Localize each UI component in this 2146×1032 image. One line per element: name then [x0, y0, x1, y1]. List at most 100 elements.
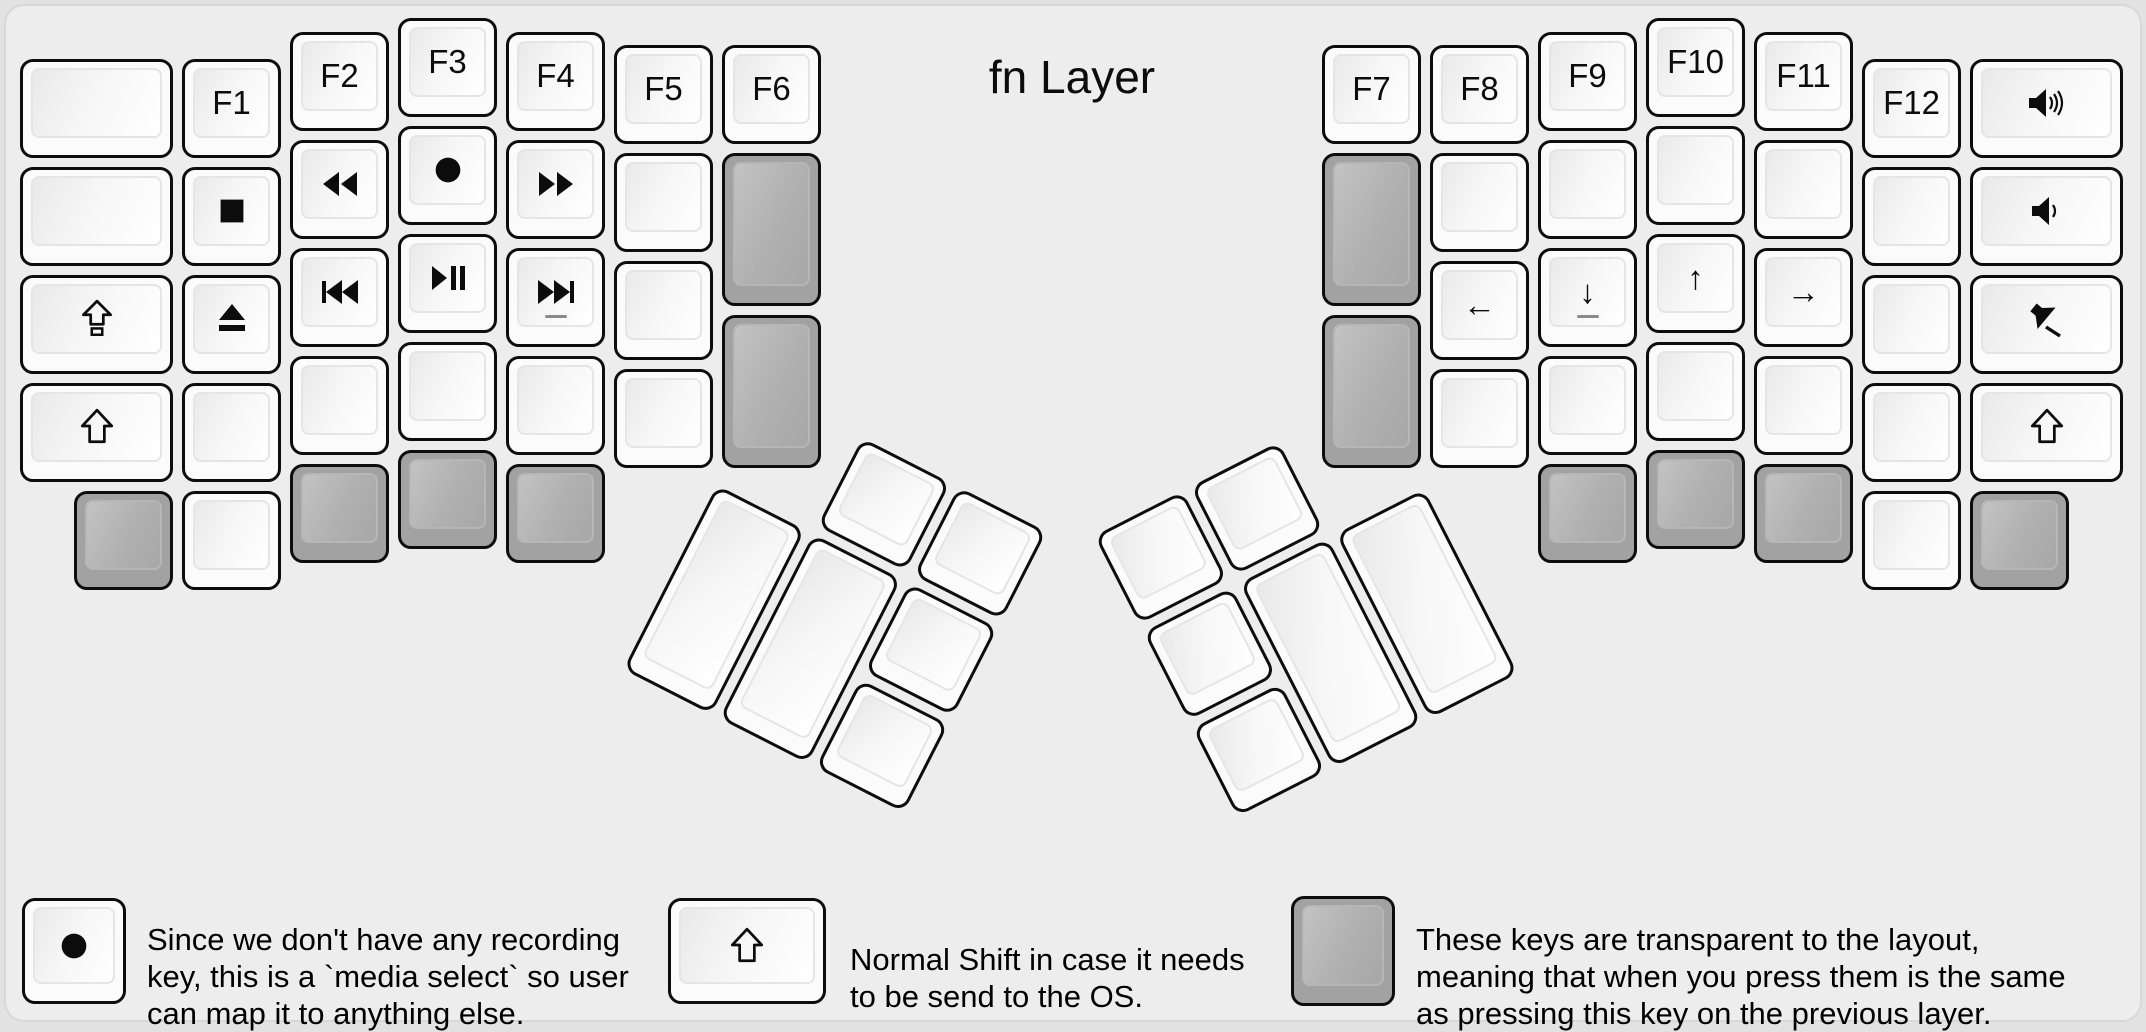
key-bottom-gray-l2[interactable] — [290, 463, 389, 563]
key-arrow-right[interactable]: → — [1754, 247, 1853, 347]
key-fast-forward[interactable] — [506, 139, 605, 239]
key-blank-r-r1c5[interactable] — [1862, 166, 1961, 266]
key-arrow-up[interactable]: ↑ — [1646, 234, 1745, 333]
key-bottom-white-l1[interactable] — [182, 490, 281, 590]
key-blank-r-r2c5[interactable] — [1862, 274, 1961, 374]
key-bottom-gray-r4[interactable] — [1754, 463, 1853, 563]
keycap-surface — [1981, 67, 2112, 138]
key-bottom-gray-l3[interactable] — [398, 450, 497, 549]
key-rewind[interactable] — [290, 139, 389, 239]
keycap-surface — [1157, 600, 1258, 698]
key-bottom-gray-r3[interactable] — [1646, 450, 1745, 549]
keycap-surface — [679, 907, 815, 984]
key-blank-l-r3c1[interactable] — [182, 382, 281, 482]
key-blank-l-r2c5[interactable] — [614, 261, 713, 360]
key-label: F5 — [644, 70, 683, 107]
keycap-surface: ↓ — [1549, 256, 1626, 327]
fast-forward-icon — [534, 164, 578, 204]
key-f1[interactable]: F1 — [182, 58, 281, 158]
key-blank-l-r3c4[interactable] — [506, 355, 605, 455]
key-label: F3 — [428, 43, 467, 80]
key-label: F12 — [1883, 83, 1940, 121]
keycap-surface: F7 — [1333, 54, 1410, 124]
keycap-surface — [1549, 364, 1626, 435]
key-blank-l-r3c5[interactable] — [614, 369, 713, 468]
stop-icon — [213, 192, 251, 230]
keycap-surface — [834, 692, 935, 790]
key-arrow-down[interactable]: ↓ — [1538, 247, 1637, 347]
key-transparent-r-tall-2[interactable] — [1322, 315, 1421, 468]
key-bottom-white-r5[interactable] — [1862, 490, 1961, 590]
key-label: F8 — [1460, 70, 1499, 107]
legend-text-media-select: Since we don't have any recording key, t… — [147, 922, 629, 1031]
key-volume-down[interactable] — [1970, 166, 2123, 266]
key-bottom-gray-r6[interactable] — [1970, 490, 2069, 590]
key-blank-l-r1c0[interactable] — [20, 166, 173, 266]
key-blank-l-r3c2[interactable] — [290, 355, 389, 455]
key-f3[interactable]: F3 — [398, 18, 497, 117]
keycap-surface — [1441, 378, 1518, 448]
prev-track-icon — [317, 272, 363, 312]
keycap-surface — [733, 324, 810, 448]
key-label: F6 — [752, 70, 791, 107]
key-stop[interactable] — [182, 166, 281, 266]
key-blank-r-r3c2[interactable] — [1538, 355, 1637, 455]
keycap-surface: F10 — [1657, 27, 1734, 97]
volume-up-icon — [2022, 83, 2072, 123]
key-play-pause[interactable] — [398, 234, 497, 333]
key-bottom-gray-l4[interactable] — [506, 463, 605, 563]
key-volume-up[interactable] — [1970, 58, 2123, 158]
keycap-surface — [193, 391, 270, 462]
key-blank-l-r3c3[interactable] — [398, 342, 497, 441]
key-f9[interactable]: F9 — [1538, 31, 1637, 131]
homing-bar — [544, 314, 567, 318]
key-f12[interactable]: F12 — [1862, 58, 1961, 158]
keycap-surface — [836, 450, 937, 549]
key-eject[interactable] — [182, 274, 281, 374]
legend-key-shift — [668, 898, 826, 1004]
key-blank-r-r1c1[interactable] — [1430, 153, 1529, 252]
key-label: F10 — [1667, 43, 1724, 80]
legend-key-transparent — [1291, 896, 1395, 1006]
key-blank-r-r3c3[interactable] — [1646, 342, 1745, 441]
keycap-surface: F1 — [193, 67, 270, 138]
key-caps-lock[interactable] — [20, 274, 173, 374]
key-blank-l-r1c5[interactable] — [614, 153, 713, 252]
caps-lock-icon — [76, 298, 118, 340]
key-next-track[interactable] — [506, 247, 605, 347]
key-shift-left[interactable] — [20, 382, 173, 482]
key-blank-r-r1c2[interactable] — [1538, 139, 1637, 239]
key-transparent-r-tall-1[interactable] — [1322, 153, 1421, 306]
key-f4[interactable]: F4 — [506, 31, 605, 131]
key-blank-r-r3c5[interactable] — [1862, 382, 1961, 482]
keycap-surface — [85, 499, 162, 570]
key-shift-right[interactable] — [1970, 382, 2123, 482]
key-arrow-left[interactable]: ← — [1430, 261, 1529, 360]
key-blank-r-r3c4[interactable] — [1754, 355, 1853, 455]
key-f7[interactable]: F7 — [1322, 45, 1421, 144]
legend-key-record — [22, 898, 126, 1004]
key-f5[interactable]: F5 — [614, 45, 713, 144]
key-transparent-l-tall-2[interactable] — [722, 315, 821, 468]
key-f2[interactable]: F2 — [290, 31, 389, 131]
key-record[interactable] — [398, 126, 497, 225]
key-bottom-gray-r2[interactable] — [1538, 463, 1637, 563]
keycap-surface — [1981, 499, 2058, 570]
key-transparent-l-tall-1[interactable] — [722, 153, 821, 306]
key-f6[interactable]: F6 — [722, 45, 821, 144]
keycap-surface: F5 — [625, 54, 702, 124]
key-f10[interactable]: F10 — [1646, 18, 1745, 117]
key-prev-track[interactable] — [290, 247, 389, 347]
key-blank-r-r3c1[interactable] — [1430, 369, 1529, 468]
key-blank-l-r0c0[interactable] — [20, 58, 173, 158]
key-f11[interactable]: F11 — [1754, 31, 1853, 131]
key-bottom-gray-l0[interactable] — [74, 490, 173, 590]
key-f8[interactable]: F8 — [1430, 45, 1529, 144]
keycap-surface — [1873, 283, 1950, 354]
key-label: ↓ — [1579, 272, 1596, 310]
key-mute[interactable] — [1970, 274, 2123, 374]
key-blank-r-r1c3[interactable] — [1646, 126, 1745, 225]
key-blank-r-r1c4[interactable] — [1754, 139, 1853, 239]
keycap-surface: F9 — [1549, 40, 1626, 111]
